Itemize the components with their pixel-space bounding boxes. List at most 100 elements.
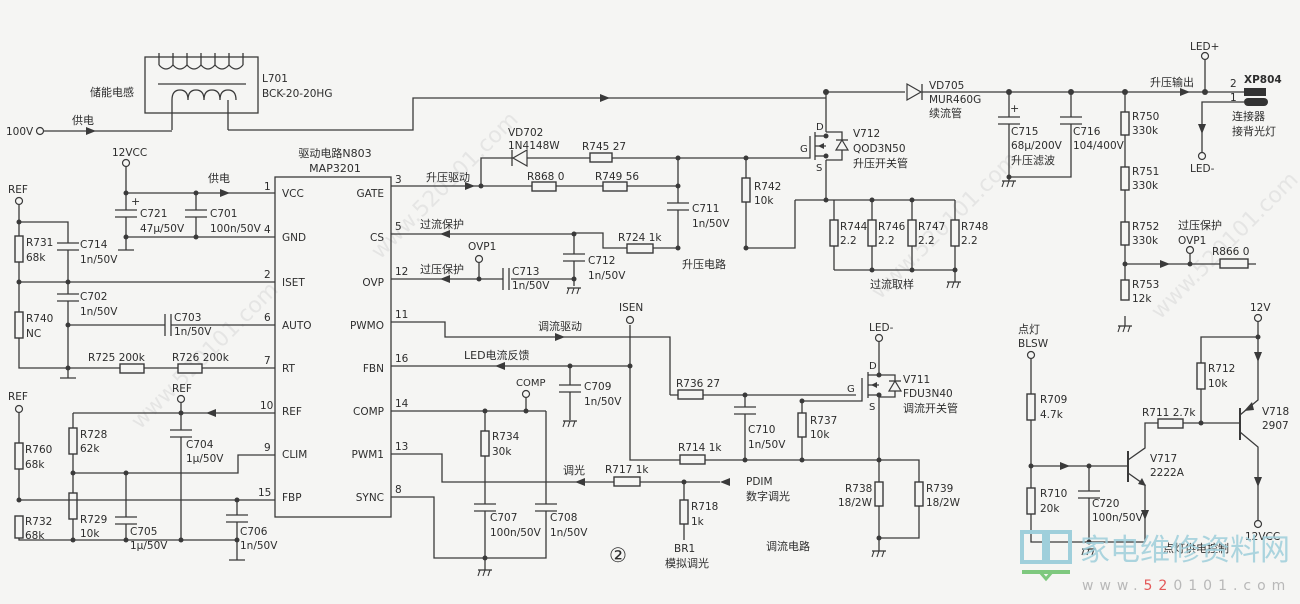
v718-val: 2907 xyxy=(1262,420,1289,432)
v712-desc: 升压开关管 xyxy=(853,156,908,170)
overvoltage-label: 过压保护 xyxy=(420,262,464,276)
pin-num: 15 xyxy=(258,487,271,499)
ic-model: MAP3201 xyxy=(309,162,361,175)
r712-ref: R712 xyxy=(1208,363,1235,375)
resistor-r747 xyxy=(907,219,917,247)
terminal-ovp1 xyxy=(474,254,484,264)
r748-val: 2.2 xyxy=(961,235,978,247)
logo-text: 家电维修资料网 xyxy=(1080,533,1290,568)
ic-pin-iset: ISET xyxy=(282,277,305,289)
ic-pin-auto: AUTO xyxy=(282,320,312,332)
ground-icon xyxy=(562,420,578,428)
terminal-led-minus xyxy=(1197,151,1207,161)
xp804-pin1: 1 xyxy=(1230,92,1237,104)
xp804-ref: XP804 xyxy=(1244,74,1282,86)
c705-ref: C705 xyxy=(130,526,157,538)
mosfet-v712: D G S V712 QOD3N50 升压开关管 xyxy=(798,122,908,174)
ground-icon xyxy=(946,281,962,289)
terminal-12vcc xyxy=(121,158,131,168)
r729-val: 10k xyxy=(80,528,100,540)
ground-icon xyxy=(477,569,493,577)
pin-num: 9 xyxy=(264,442,271,454)
c701-ref: C701 xyxy=(210,208,237,220)
r738-ref: R738 xyxy=(845,483,872,495)
pin-g: G xyxy=(847,384,855,395)
pin-num: 8 xyxy=(395,484,402,496)
c708-val: 1n/50V xyxy=(550,527,588,539)
v12-label: 12V xyxy=(1250,302,1271,314)
ovp1-right-label: OVP1 xyxy=(1178,235,1206,247)
r742-val: 10k xyxy=(754,195,774,207)
arrow-icon xyxy=(600,94,610,102)
r725-label: R725 200k xyxy=(88,352,146,364)
terminal-led-minus-mid xyxy=(874,333,884,343)
r742-ref: R742 xyxy=(754,181,781,193)
pin-num: 1 xyxy=(264,181,271,193)
ic-pin-pwm1: PWM1 xyxy=(352,449,384,461)
figure-number: ② xyxy=(609,543,627,567)
c714-ref: C714 xyxy=(80,239,108,251)
led-feedback-label: LED电流反馈 xyxy=(464,348,530,362)
c709-ref: C709 xyxy=(584,381,611,393)
r750-ref: R750 xyxy=(1132,111,1159,123)
c713-val: 1n/50V xyxy=(512,280,550,292)
r728-val: 62k xyxy=(80,443,100,455)
r731-ref: R731 xyxy=(26,237,53,249)
pin-num: 4 xyxy=(264,224,271,236)
ic-pin-fbp: FBP xyxy=(282,492,302,504)
r728-ref: R728 xyxy=(80,429,107,441)
vd705-val: MUR460G xyxy=(929,94,981,106)
c711-val: 1n/50V xyxy=(692,218,730,230)
r747-ref: R747 xyxy=(918,221,945,233)
r717-label: R717 1k xyxy=(605,464,649,476)
c702-val: 1n/50V xyxy=(80,306,118,318)
v711-val: FDU3N40 xyxy=(903,388,953,400)
connector-label: 连接器 xyxy=(1232,110,1265,123)
terminal-12vcc-bottom xyxy=(1253,519,1263,529)
r753-val: 12k xyxy=(1132,293,1152,305)
led-minus-label: LED- xyxy=(1190,163,1215,175)
v712-ref: V712 xyxy=(853,128,880,140)
vcc12-bottom-label: 12VCC xyxy=(1245,531,1280,543)
ic-pin-gnd: GND xyxy=(282,232,306,244)
r739-ref: R739 xyxy=(926,483,953,495)
r734-ref: R734 xyxy=(492,431,520,443)
r737-val: 10k xyxy=(810,429,830,441)
ref3-label: REF xyxy=(8,391,28,403)
blsw-label: BLSW xyxy=(1018,338,1049,350)
r709-val: 4.7k xyxy=(1040,409,1064,421)
isen-label: ISEN xyxy=(619,302,643,314)
ic-pin-ovp: OVP xyxy=(362,277,384,289)
pin-num: 6 xyxy=(264,312,271,324)
led-minus-mid-label: LED- xyxy=(869,322,894,334)
r737-ref: R737 xyxy=(810,415,837,427)
r866-label: R866 0 xyxy=(1212,246,1249,258)
r753-ref: R753 xyxy=(1132,279,1159,291)
current-drive-label: 调流驱动 xyxy=(538,319,582,333)
backlight-label: 接背光灯 xyxy=(1232,124,1276,138)
c703-val: 1n/50V xyxy=(174,326,212,338)
v717-ref: V717 xyxy=(1150,453,1177,465)
r718-ref: R718 xyxy=(691,501,718,513)
pin-num: 14 xyxy=(395,398,409,410)
boost-output-label: 升压输出 xyxy=(1150,75,1194,89)
ic-pin-ref: REF xyxy=(282,406,302,418)
ic-pin-cs: CS xyxy=(370,232,384,244)
terminal-100v xyxy=(35,126,45,136)
r734-val: 30k xyxy=(492,446,512,458)
ref1-label: REF xyxy=(8,184,28,196)
boost-drive-label: 升压驱动 xyxy=(426,171,470,184)
r752-val: 330k xyxy=(1132,235,1159,247)
c701-val: 100n/50V xyxy=(210,223,262,235)
terminal-ref2 xyxy=(176,394,186,404)
c702-ref: C702 xyxy=(80,291,107,303)
terminal-blsw xyxy=(1026,350,1036,360)
c704-val: 1μ/50V xyxy=(186,453,224,465)
r724-label: R724 1k xyxy=(618,232,662,244)
r738-val: 18/2W xyxy=(838,497,873,509)
pin-s: S xyxy=(816,163,822,174)
terminal-ref3 xyxy=(14,404,24,414)
terminal-12v xyxy=(1253,313,1263,323)
oc-sample-label: 过流取样 xyxy=(870,277,914,291)
